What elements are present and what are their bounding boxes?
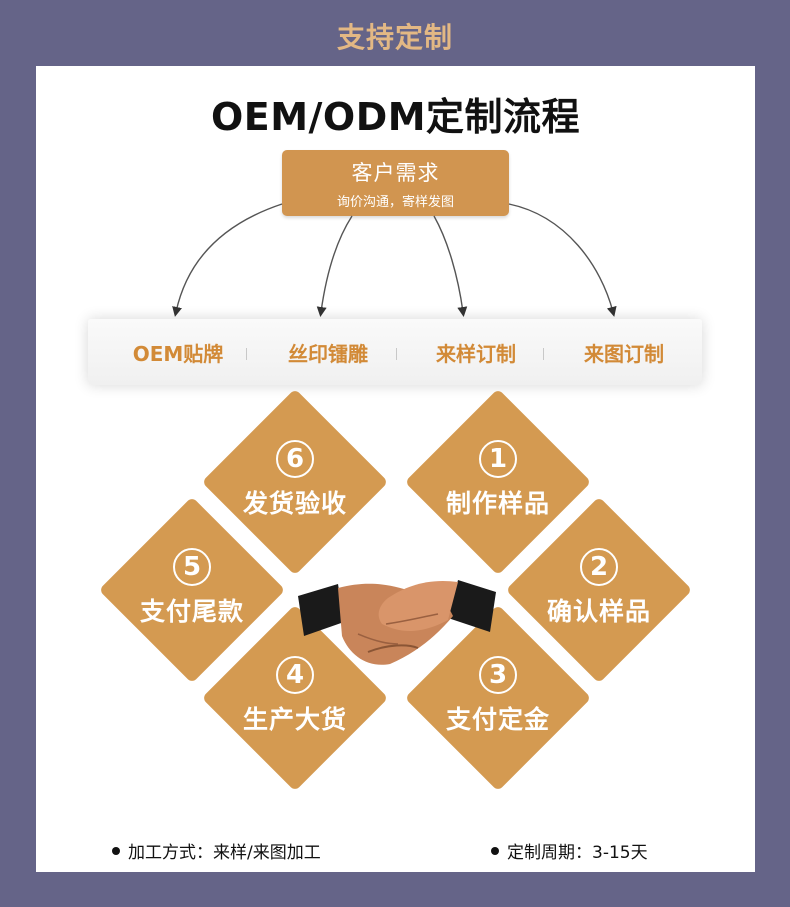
customer-demand-box: 客户需求 询价沟通，寄样发图: [282, 150, 509, 216]
header: 支持定制: [0, 0, 790, 66]
content-panel: OEM/ODM定制流程 客户需求 询价沟通，寄样发图 OEM贴牌 丝印镭雕 来样…: [36, 66, 755, 872]
option-silkscreen: 丝印镭雕: [288, 341, 368, 366]
demand-subtitle: 询价沟通，寄样发图: [336, 194, 454, 210]
step-5-label: 支付尾款: [139, 597, 244, 626]
step-5: 5 支付尾款: [107, 548, 277, 628]
bullet-icon: [112, 846, 120, 855]
option-divider: [246, 348, 247, 360]
step-5-number: 5: [173, 548, 211, 586]
step-6-label: 发货验收: [242, 489, 347, 518]
option-divider: [543, 348, 544, 360]
step-2-label: 确认样品: [546, 597, 651, 626]
option-sample: 来样订制: [436, 341, 516, 366]
arrow-icon: [433, 215, 468, 317]
footer-cycle: 定制周期：3-15天: [491, 838, 648, 863]
arrow-icon: [172, 203, 283, 317]
customization-options-bar: OEM贴牌 丝印镭雕 来样订制 来图订制: [88, 319, 702, 385]
option-divider: [396, 348, 397, 360]
bullet-icon: [491, 846, 499, 855]
footer-method-text: 加工方式：来样/来图加工: [128, 843, 321, 863]
arrow-icon: [508, 203, 617, 317]
header-title: 支持定制: [336, 21, 453, 54]
arrows: [172, 203, 617, 317]
step-2: 2 确认样品: [514, 548, 684, 628]
step-3: 3 支付定金: [413, 656, 583, 736]
process-diagram: 6 发货验收 1 制作样品 5 支付尾款 2 确认样品 4 生产大货 3 支付定…: [36, 388, 755, 846]
handshake-image: [298, 580, 496, 665]
step-4: 4 生产大货: [210, 656, 380, 736]
footer-method: 加工方式：来样/来图加工: [112, 838, 321, 863]
step-4-number: 4: [276, 656, 314, 694]
option-drawing: 来图订制: [584, 341, 664, 366]
panel-title: OEM/ODM定制流程: [210, 95, 581, 139]
option-oem: OEM贴牌: [132, 341, 224, 366]
step-6-number: 6: [276, 440, 314, 478]
step-6: 6 发货验收: [210, 440, 380, 520]
step-1: 1 制作样品: [413, 440, 583, 520]
arrow-icon: [316, 215, 353, 317]
step-3-label: 支付定金: [445, 705, 550, 734]
step-4-label: 生产大货: [242, 705, 347, 734]
demand-title: 客户需求: [351, 160, 440, 185]
step-3-number: 3: [479, 656, 517, 694]
step-2-number: 2: [580, 548, 618, 586]
step-1-label: 制作样品: [445, 489, 550, 518]
footer-cycle-text: 定制周期：3-15天: [507, 843, 648, 863]
step-1-number: 1: [479, 440, 517, 478]
